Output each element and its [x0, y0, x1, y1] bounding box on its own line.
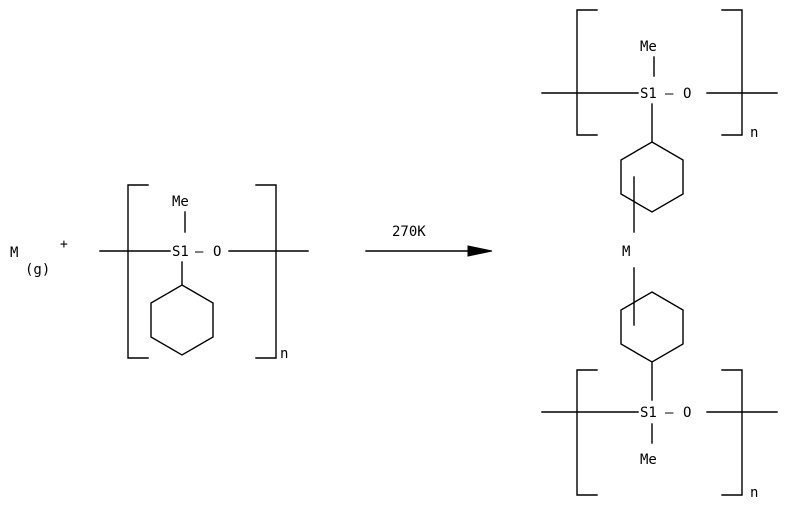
product-top-polymer-unit: n Me S1 – O: [541, 9, 778, 143]
top-repeat-subscript-n: n: [750, 125, 758, 141]
temperature-label: 270K: [392, 224, 426, 240]
bottom-cyclohexyl-ring: [620, 291, 684, 363]
silicon-label: S1: [172, 244, 189, 260]
metal-center-label: M: [622, 244, 630, 260]
bottom-oxygen-label: O: [683, 405, 691, 421]
bottom-repeat-subscript-n: n: [750, 485, 758, 501]
right-bracket: [255, 184, 277, 359]
bottom-silicon-label: S1: [640, 405, 657, 421]
reactant-polymer-unit: n Me S1 – O: [99, 184, 309, 362]
top-silicon-label: S1: [640, 86, 657, 102]
bottom-bond-dash: –: [665, 405, 674, 421]
gas-state-label: (g): [25, 262, 50, 278]
reactant-metal-gas: M (g) +: [10, 237, 68, 278]
top-oxygen-label: O: [683, 86, 691, 102]
repeat-subscript-n: n: [280, 346, 288, 362]
cyclohexyl-ring: [150, 284, 214, 356]
top-bond-dash: –: [665, 86, 674, 102]
bottom-right-bracket: [721, 369, 743, 496]
bottom-left-bracket: [576, 369, 598, 496]
bottom-methyl-label: Me: [640, 452, 657, 468]
arrowhead: [467, 245, 493, 257]
product-bottom-polymer-unit: n S1 – O Me: [541, 361, 778, 501]
reaction-arrow-group: 270K: [365, 224, 493, 257]
top-left-bracket: [576, 9, 598, 136]
methyl-label: Me: [172, 194, 189, 210]
metal-symbol: M: [10, 245, 18, 261]
bond-dash: –: [195, 244, 204, 260]
top-cyclohexyl-ring: [620, 141, 684, 213]
plus-sign: +: [60, 237, 68, 252]
top-methyl-label: Me: [640, 39, 657, 55]
left-bracket: [127, 184, 149, 359]
top-right-bracket: [721, 9, 743, 136]
oxygen-label: O: [213, 244, 221, 260]
